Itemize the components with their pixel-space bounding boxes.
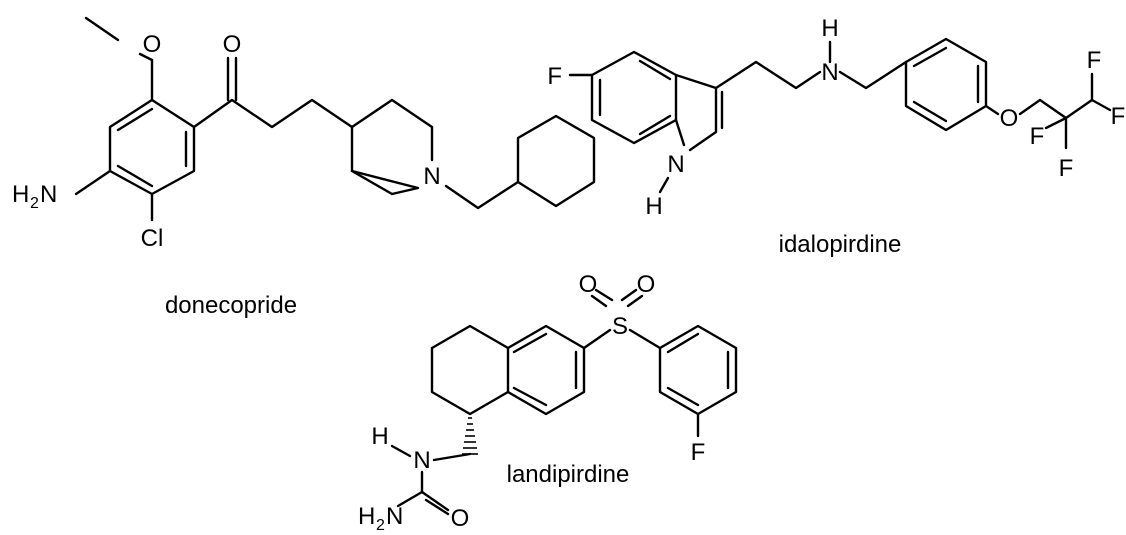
caption-idalopirdine: idalopirdine <box>779 231 902 258</box>
molecule-landipirdine: S O O F H N H 2 N O landipirdine <box>358 271 738 534</box>
idalopirdine-phenyl-double <box>912 46 980 123</box>
atom-o-methoxy: O <box>143 31 162 58</box>
atom-o-ketone: O <box>223 31 242 58</box>
atom-n-amine: N <box>40 181 57 208</box>
donecopride-n-methylene <box>444 180 520 210</box>
idalopirdine-cf2h-bonds <box>1064 72 1112 120</box>
atom-n-indole: N <box>667 151 684 178</box>
atom-f-terminal-1: F <box>1087 47 1102 74</box>
molecule-idalopirdine: F N H N H O F F F F idalopirdine <box>547 15 1125 258</box>
idalopirdine-pyrrole-ring <box>674 73 718 152</box>
landipirdine-aromatic-double <box>512 332 578 407</box>
atom-f-gem-1: F <box>1030 123 1045 150</box>
idalopirdine-ethyl-chain <box>714 60 822 90</box>
atom-n-nh2: N <box>386 503 403 530</box>
landipirdine-cyclohexyl-ring <box>430 324 510 416</box>
atom-n-piperidine: N <box>423 163 440 190</box>
atom-o-ether: O <box>1000 105 1019 132</box>
donecopride-carbonyl-double <box>226 56 238 102</box>
atom-o-sulfonyl-2: O <box>637 271 656 298</box>
landipirdine-hashed-wedge <box>462 417 478 455</box>
atom-h-amine: H <box>821 15 838 42</box>
landipirdine-aromatic-ring <box>506 324 586 416</box>
atom-f-indole: F <box>547 63 562 90</box>
idalopirdine-nh-bond <box>658 176 670 194</box>
landipirdine-phenyl-ring <box>658 324 738 416</box>
atom-h-nh2-subscript: 2 <box>376 517 385 534</box>
atom-h-urea-nh: H <box>371 423 388 450</box>
donecopride-piperidine-ring <box>350 98 434 196</box>
atom-h-indole: H <box>645 193 662 220</box>
idalopirdine-benzene-ring <box>590 50 678 145</box>
atom-h-nh2: H <box>358 503 375 530</box>
atom-f: F <box>691 439 706 466</box>
atom-s: S <box>612 313 628 340</box>
caption-donecopride: donecopride <box>165 292 297 319</box>
atom-n-amine: N <box>821 59 838 86</box>
idalopirdine-phenyl-ring <box>904 37 988 132</box>
molecule-donecopride: O O N H 2 N Cl donecopride <box>12 16 596 319</box>
donecopride-methoxy-bonds <box>84 16 154 102</box>
donecopride-ring-double-bonds <box>116 107 188 188</box>
landipirdine-urea-carbonyl <box>420 490 450 516</box>
landipirdine-sulfonyl-double <box>590 288 644 308</box>
idalopirdine-ether-chain <box>984 98 1068 120</box>
donecopride-benzene-ring <box>108 98 196 196</box>
idalopirdine-cf2-bonds <box>1044 116 1068 150</box>
atom-o-sulfonyl-1: O <box>579 271 598 298</box>
landipirdine-nh-bond <box>390 444 412 458</box>
atom-n-urea: N <box>413 447 430 474</box>
atom-o-urea: O <box>451 505 470 532</box>
donecopride-ketone-chain <box>192 98 354 129</box>
atom-f-terminal-2: F <box>1111 103 1126 130</box>
donecopride-cyclohexane-ring <box>516 114 596 208</box>
landipirdine-ch2-n-bond <box>432 452 472 462</box>
landipirdine-urea-bonds <box>396 470 424 508</box>
donecopride-amine-bond <box>74 169 112 196</box>
idalopirdine-benzyl-bond <box>838 60 908 90</box>
idalopirdine-benzene-double <box>598 59 672 136</box>
caption-landipirdine: landipirdine <box>507 461 630 488</box>
atom-cl: Cl <box>141 225 164 252</box>
landipirdine-phenyl-double <box>666 332 730 407</box>
atom-f-gem-2: F <box>1059 155 1074 182</box>
atom-h-amine: H <box>12 181 29 208</box>
atom-h-amine-subscript: 2 <box>30 195 39 212</box>
landipirdine-sulfonyl-bond <box>582 328 662 350</box>
